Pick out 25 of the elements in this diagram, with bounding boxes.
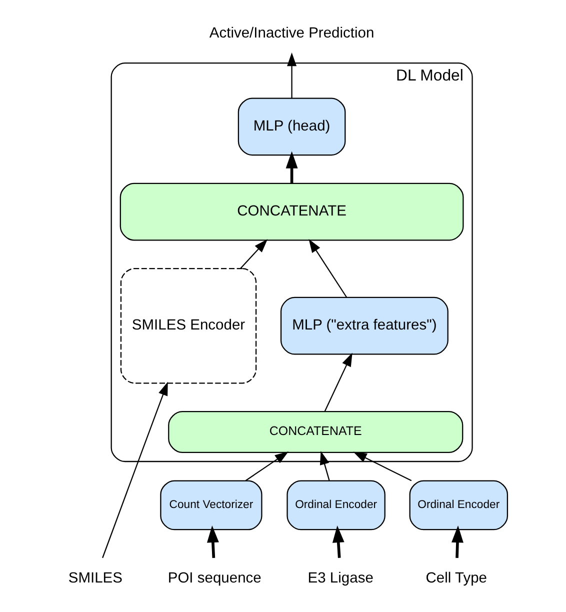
node-box: Ordinal Encoder (409, 480, 508, 530)
node-text: E3 Ligase (308, 570, 374, 586)
node-box: CONCATENATE (168, 411, 464, 453)
arrow (353, 452, 412, 482)
arrow (102, 382, 168, 558)
node-text: POI sequence (168, 570, 262, 586)
node-box: Ordinal Encoder (286, 480, 386, 530)
arrow (240, 239, 268, 269)
arrow (452, 525, 464, 558)
node-text: Cell Type (426, 570, 487, 586)
node-text: Active/Inactive Prediction (209, 25, 374, 42)
node-box: MLP ("extra features") (280, 296, 448, 355)
node-box: MLP (head) (238, 98, 346, 156)
node-box: Count Vectorizer (160, 480, 262, 530)
arrow (287, 52, 297, 98)
node-text: SMILES (68, 570, 122, 586)
arrow (308, 238, 348, 298)
arrow (206, 525, 219, 558)
node-box: SMILES Encoder (120, 268, 257, 384)
arrow (332, 525, 344, 558)
arrow (320, 450, 330, 481)
arrow (286, 151, 298, 184)
arrow (324, 352, 352, 412)
arrow (245, 452, 289, 482)
node-box: CONCATENATE (120, 182, 464, 241)
